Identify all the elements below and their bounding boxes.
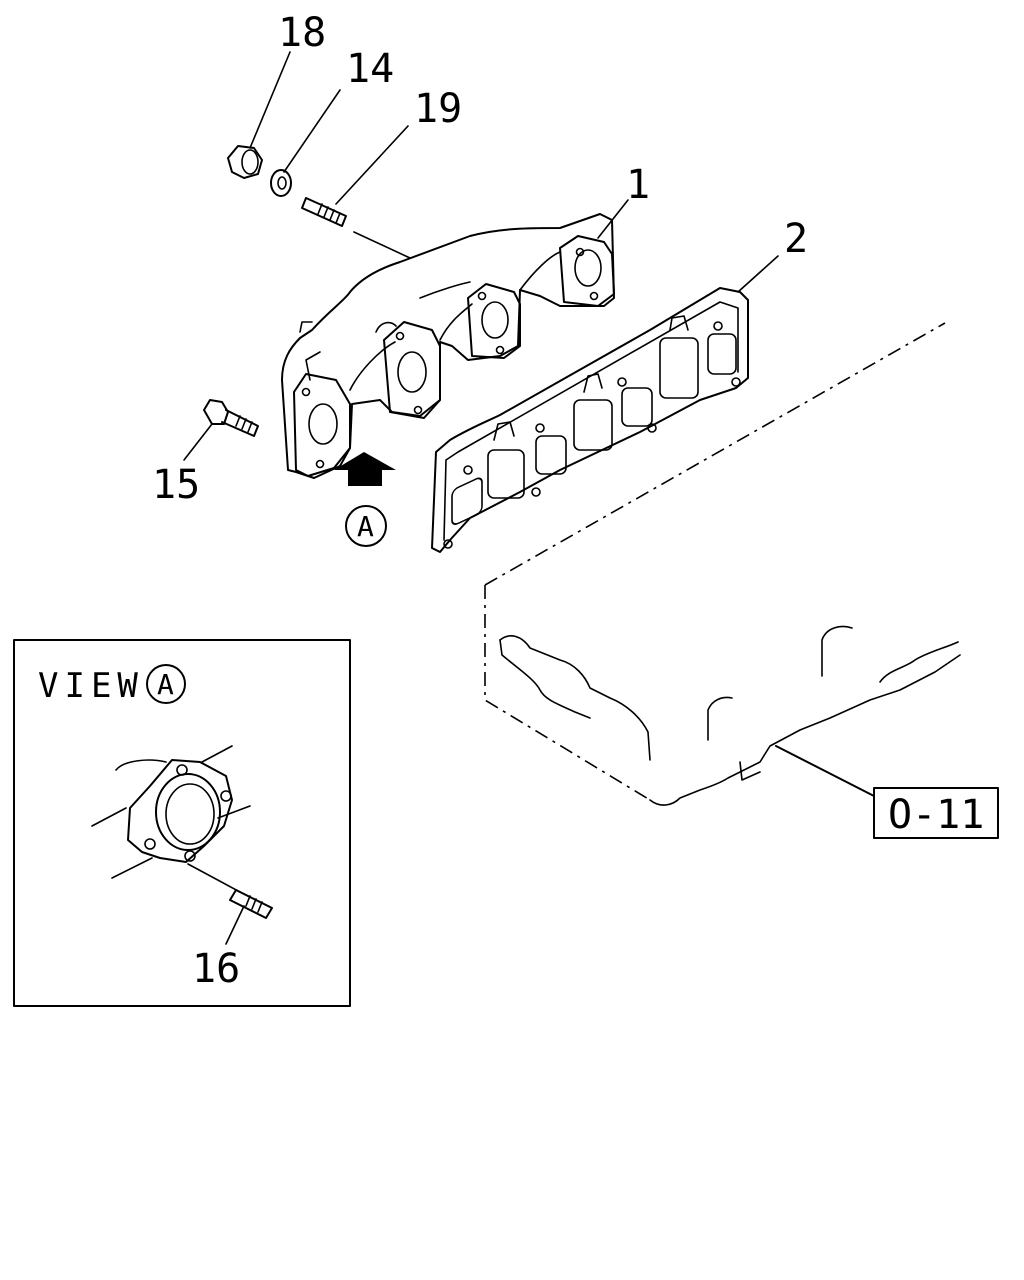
gasket-port-3 bbox=[535, 435, 567, 475]
callout-14: 14 bbox=[346, 46, 394, 92]
callout-18: 18 bbox=[278, 10, 326, 56]
gasket-port-5 bbox=[621, 387, 653, 427]
cylinder-head bbox=[484, 322, 961, 806]
gasket-port-4 bbox=[573, 399, 613, 451]
gasket-port-7 bbox=[707, 333, 737, 375]
view-marker-label: A bbox=[357, 510, 374, 543]
part-14-washer bbox=[270, 169, 292, 197]
part-19-stud bbox=[301, 197, 347, 227]
callout-16: 16 bbox=[192, 946, 240, 992]
part-16-stud bbox=[229, 889, 273, 919]
view-title-word: VIEW bbox=[38, 666, 144, 706]
callout-2: 2 bbox=[784, 216, 808, 262]
callout-1: 1 bbox=[626, 162, 650, 208]
gasket-port-2 bbox=[487, 449, 525, 499]
callout-15: 15 bbox=[152, 462, 200, 508]
gasket-port-6 bbox=[659, 337, 699, 399]
gasket-port-1 bbox=[451, 477, 483, 525]
view-title-marker: A bbox=[157, 668, 174, 701]
leader-lines bbox=[183, 51, 875, 797]
callout-19: 19 bbox=[414, 86, 462, 132]
part-18-nut bbox=[227, 145, 263, 179]
view-a-inset: VIEW A 16 bbox=[13, 639, 351, 1007]
exhaust-manifold bbox=[281, 213, 615, 479]
reference-box: O-11 bbox=[873, 787, 999, 839]
manifold-gasket bbox=[431, 287, 749, 553]
view-direction-arrow bbox=[334, 452, 396, 547]
part-15-bolt bbox=[203, 399, 259, 437]
reference-label: O-11 bbox=[888, 792, 984, 838]
